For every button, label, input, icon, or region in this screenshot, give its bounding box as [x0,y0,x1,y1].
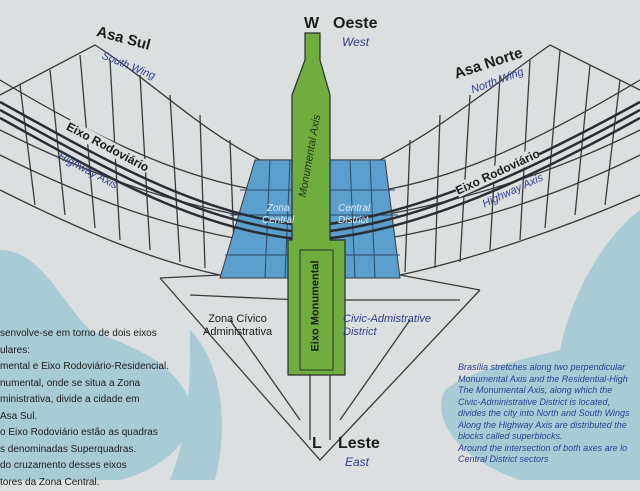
compass-south-pt: Leste [338,435,380,453]
compass-south-en: East [345,455,369,469]
en-line: Monumental Axis and the Residential-High [458,374,630,386]
en-line: blocks called superblocks. [458,431,630,443]
compass-south-letter: L [312,435,322,453]
en-line: Around the intersection of both axes are… [458,443,630,455]
pt-line: ulares: [0,343,169,360]
monumental-axis-label: Eixo Monumental [310,260,322,351]
pt-line: o Eixo Rodoviário estão as quadras [0,425,169,442]
description-pt: senvolve-se em torno de dois eixos ulare… [0,326,169,491]
en-line: Civic-Administrative District is located… [458,397,630,409]
civic-zone-en-2: District [343,326,377,338]
compass-north-en: West [342,35,369,49]
pt-line: tores da Zona Central. [0,475,169,491]
pt-line: ministrativa, divide a cidade em [0,392,169,409]
central-zone-en-1: Central [338,203,370,214]
en-line: divides the city into North and South Wi… [458,408,630,420]
central-zone-pt-1: Zona [267,203,290,214]
pt-line: do cruzamento desses eixos [0,458,169,475]
compass-north-pt: Oeste [333,15,377,33]
en-line: Brasília stretches along two perpendicul… [458,362,630,374]
civic-zone-pt-1: Zona Cívico [208,313,267,325]
pt-line: Asa Sul. [0,409,169,426]
description-en: Brasília stretches along two perpendicul… [458,362,630,466]
pt-line: senvolve-se em torno de dois eixos [0,326,169,343]
civic-zone-pt-2: Administrativa [203,326,272,338]
civic-zone-en-1: Civic-Admistrative [343,313,431,325]
central-zone-en-2: District [338,215,369,226]
en-line: The Monumental Axis, along which the [458,385,630,397]
pt-line: s denominadas Superquadras. [0,442,169,459]
en-line: Central District sectors [458,454,630,466]
compass-north-letter: W [304,15,319,33]
central-zone-pt-2: Central [262,215,294,226]
pt-line: numental, onde se situa a Zona [0,376,169,393]
pt-line: mental e Eixo Rodoviário-Residencial. [0,359,169,376]
en-line: Along the Highway Axis are distributed t… [458,420,630,432]
